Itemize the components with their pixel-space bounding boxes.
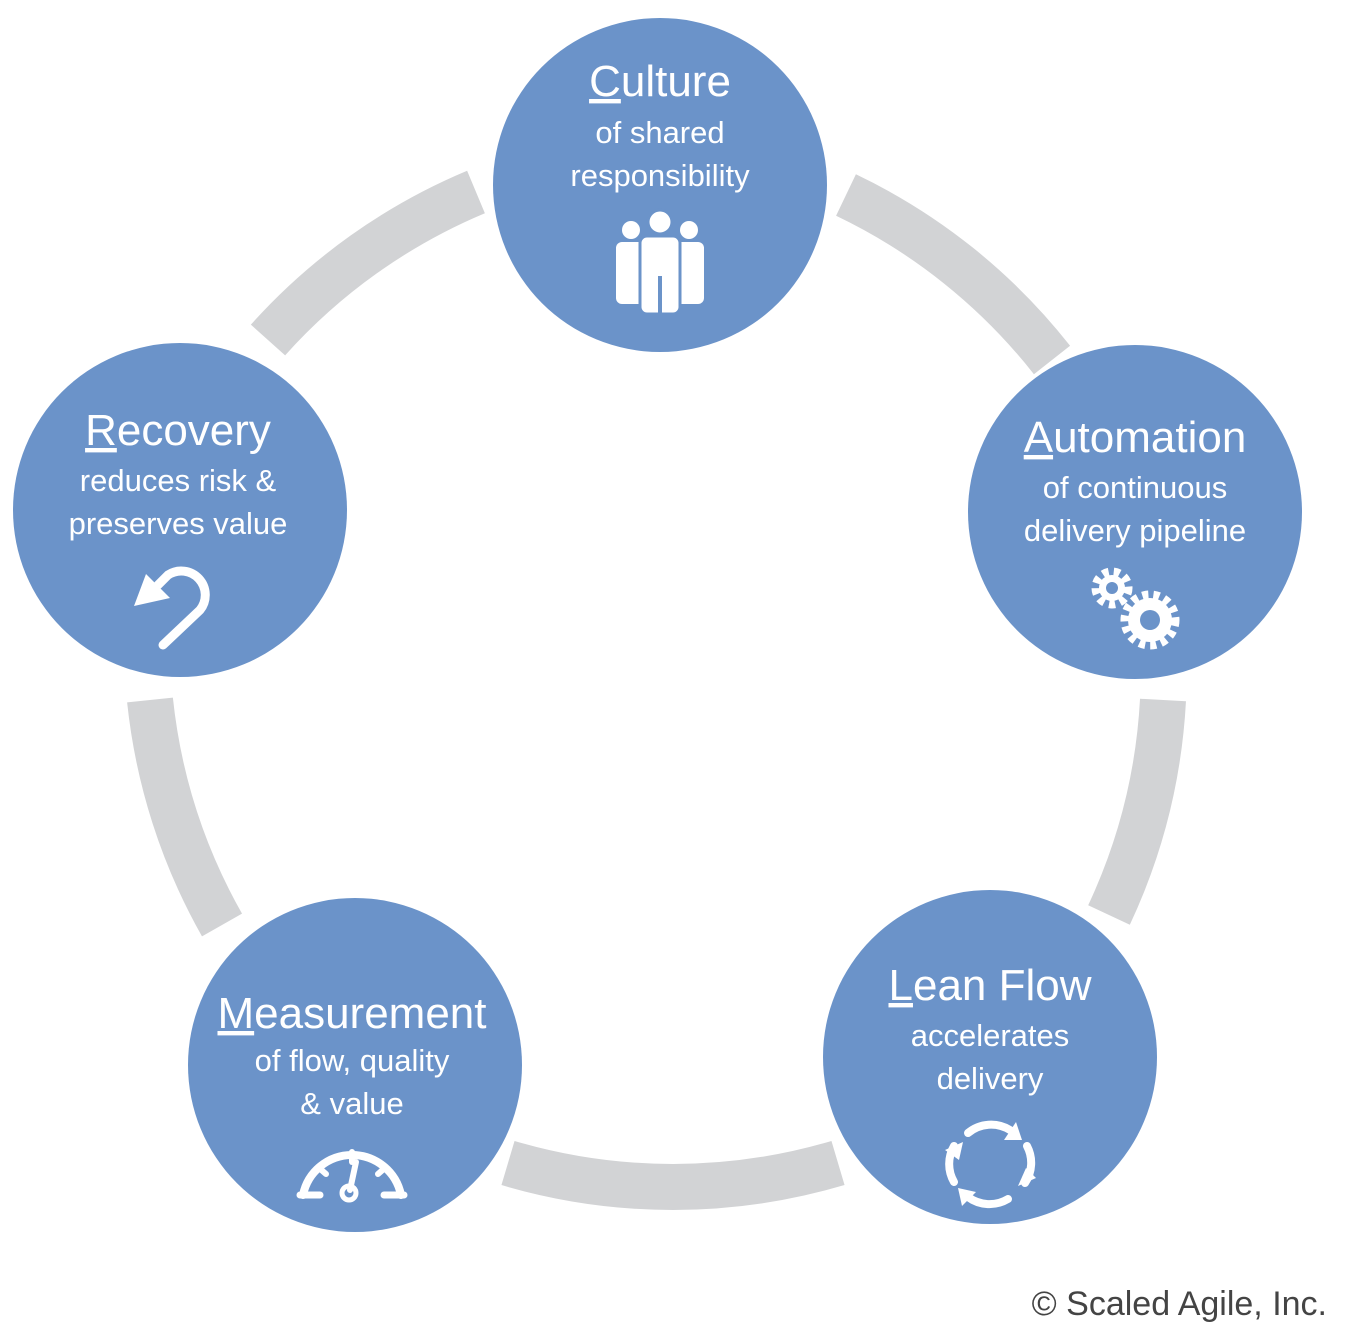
node-culture-circle [493,18,827,352]
node-automation-circle [968,345,1302,679]
node-culture-line-2: responsibility [570,158,750,193]
node-lean-flow-title-rest: ean Flow [913,961,1092,1010]
node-recovery-circle [13,343,347,677]
node-culture-line-1: of shared [595,115,724,150]
node-automation-initial: A [1024,413,1054,462]
node-measurement-circle [188,898,522,1232]
node-lean-flow-initial: L [888,961,912,1010]
node-automation-line-2: delivery pipeline [1024,513,1246,548]
node-automation-title: Automation [1024,413,1247,462]
node-culture: Culture of shared responsibility [493,18,827,352]
ring-arc-leanflow-measurement [501,1140,845,1210]
node-measurement-title-rest: easurement [254,989,486,1038]
copyright-notice: © Scaled Agile, Inc. [1031,1285,1327,1323]
node-lean-flow-line-2: delivery [937,1061,1044,1096]
node-lean-flow-line-1: accelerates [911,1018,1070,1053]
node-recovery-line-1: reduces risk & [80,463,277,498]
node-measurement-line-2: & value [300,1086,403,1121]
node-measurement: Measurement of flow, quality & value [188,898,522,1232]
ring-arc-measurement-recovery [127,697,243,937]
node-automation-title-rest: utomation [1053,413,1246,462]
node-lean-flow-circle [823,890,1157,1224]
node-recovery: Recovery reduces risk & preserves value [13,343,347,677]
undo-arrow-icon [134,566,210,650]
ring-arc-recovery-culture [250,170,486,356]
node-lean-flow: Lean Flow accelerates delivery [823,890,1157,1224]
speedometer-icon [296,1149,408,1203]
cycle-arrows-icon [945,1120,1036,1209]
people-icon [616,208,704,316]
node-culture-title: Culture [589,57,731,106]
node-lean-flow-title: Lean Flow [888,961,1091,1010]
node-measurement-line-1: of flow, quality [255,1043,450,1078]
node-recovery-title-rest: ecovery [117,406,271,455]
node-recovery-line-2: preserves value [69,506,288,541]
ring-connectors [127,170,1186,1210]
ring-arc-culture-automation [835,174,1071,375]
node-culture-initial: C [589,57,621,106]
node-culture-title-rest: ulture [621,57,731,106]
node-measurement-title: Measurement [217,989,486,1038]
gears-icon [1091,567,1180,650]
node-recovery-initial: R [85,406,117,455]
node-measurement-initial: M [217,989,254,1038]
node-automation: Automation of continuous delivery pipeli… [968,345,1302,679]
ring-arc-automation-leanflow [1088,698,1186,925]
node-recovery-title: Recovery [85,406,271,455]
node-automation-line-1: of continuous [1043,470,1227,505]
